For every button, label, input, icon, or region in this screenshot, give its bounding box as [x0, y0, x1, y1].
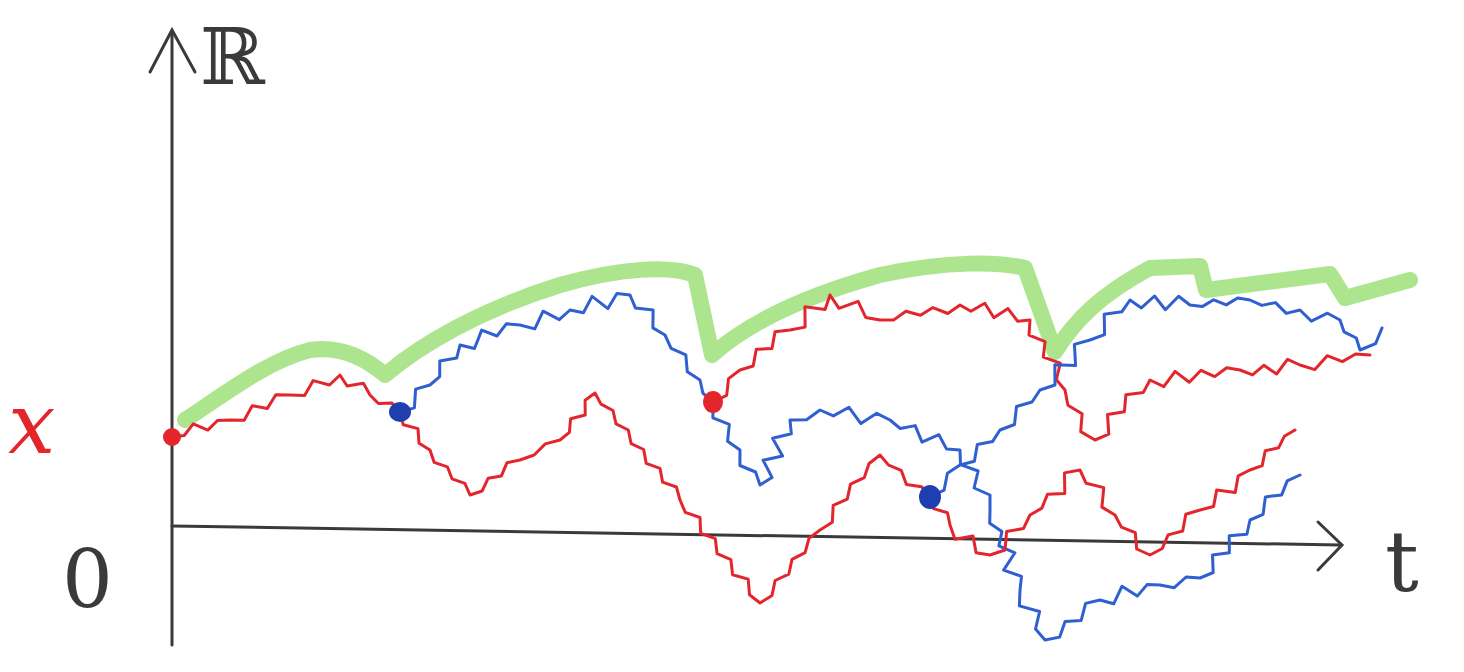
- branch-dot: [703, 391, 723, 413]
- branch-points: [163, 391, 941, 509]
- max-envelope: [185, 264, 1410, 420]
- particle-path: [713, 295, 1370, 440]
- branch-dot: [919, 485, 941, 509]
- particle-path: [400, 393, 930, 603]
- particle-path: [930, 296, 1382, 497]
- axis-label: t: [1385, 520, 1419, 604]
- axis-arrowhead: [150, 30, 195, 72]
- particle-path: [713, 402, 1300, 640]
- branch-dot: [163, 428, 181, 446]
- axes: [150, 30, 1342, 645]
- origin-label: 0: [62, 540, 113, 620]
- particle-paths: [172, 294, 1382, 641]
- particle-path: [930, 430, 1295, 555]
- axis-label: ℝ: [200, 18, 265, 96]
- particle-path: [172, 375, 400, 437]
- axis-arrowhead: [1318, 522, 1342, 570]
- start-point-label: x: [8, 382, 55, 466]
- vertical-axis: [171, 32, 174, 645]
- branch-dot: [389, 402, 411, 422]
- particle-path: [400, 294, 713, 413]
- envelope-curve: [185, 264, 1410, 420]
